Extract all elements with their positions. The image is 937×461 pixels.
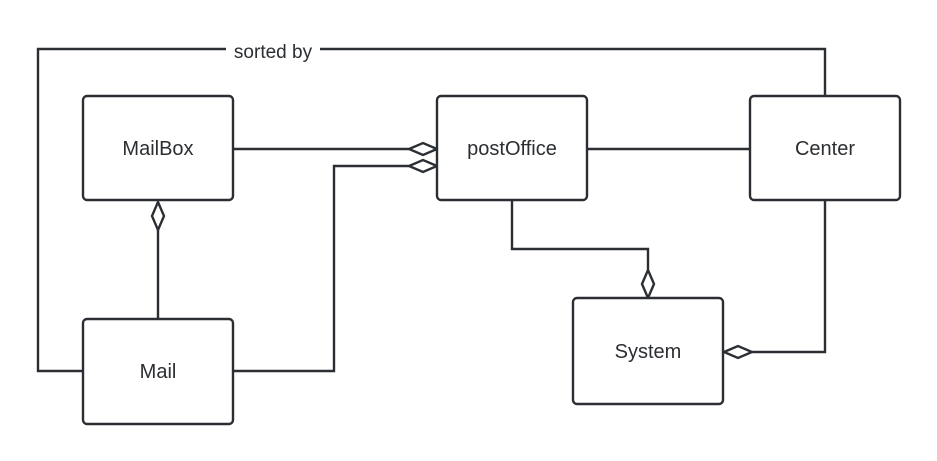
- class-name-postoffice: postOffice: [467, 138, 557, 160]
- class-name-center: Center: [795, 138, 855, 160]
- edge-label-background: [226, 40, 320, 60]
- class-name-system: System: [615, 341, 682, 363]
- edge-mail-center-sorted-by: [36, 47, 827, 373]
- class-box-center: Center: [748, 94, 902, 202]
- aggregation-diamond-mail-postoffice: [405, 158, 441, 174]
- class-name-mail: Mail: [140, 361, 177, 383]
- aggregation-diamond-mail-mailbox: [150, 198, 166, 234]
- class-name-mailbox: MailBox: [122, 138, 193, 160]
- edge-postoffice-system: [510, 200, 650, 270]
- class-box-system: System: [571, 296, 725, 406]
- edge-label-sorted-by: sorted by: [234, 42, 313, 63]
- edge-center-system: [752, 200, 827, 354]
- class-box-mailbox: MailBox: [81, 94, 235, 202]
- edge-mail-postoffice: [233, 164, 409, 373]
- aggregation-diamond-center-system: [720, 344, 756, 360]
- aggregation-diamond-mailbox-postoffice: [405, 141, 441, 157]
- aggregation-diamond-postoffice-system: [640, 266, 656, 302]
- class-box-mail: Mail: [81, 317, 235, 426]
- class-box-postoffice: postOffice: [435, 94, 589, 202]
